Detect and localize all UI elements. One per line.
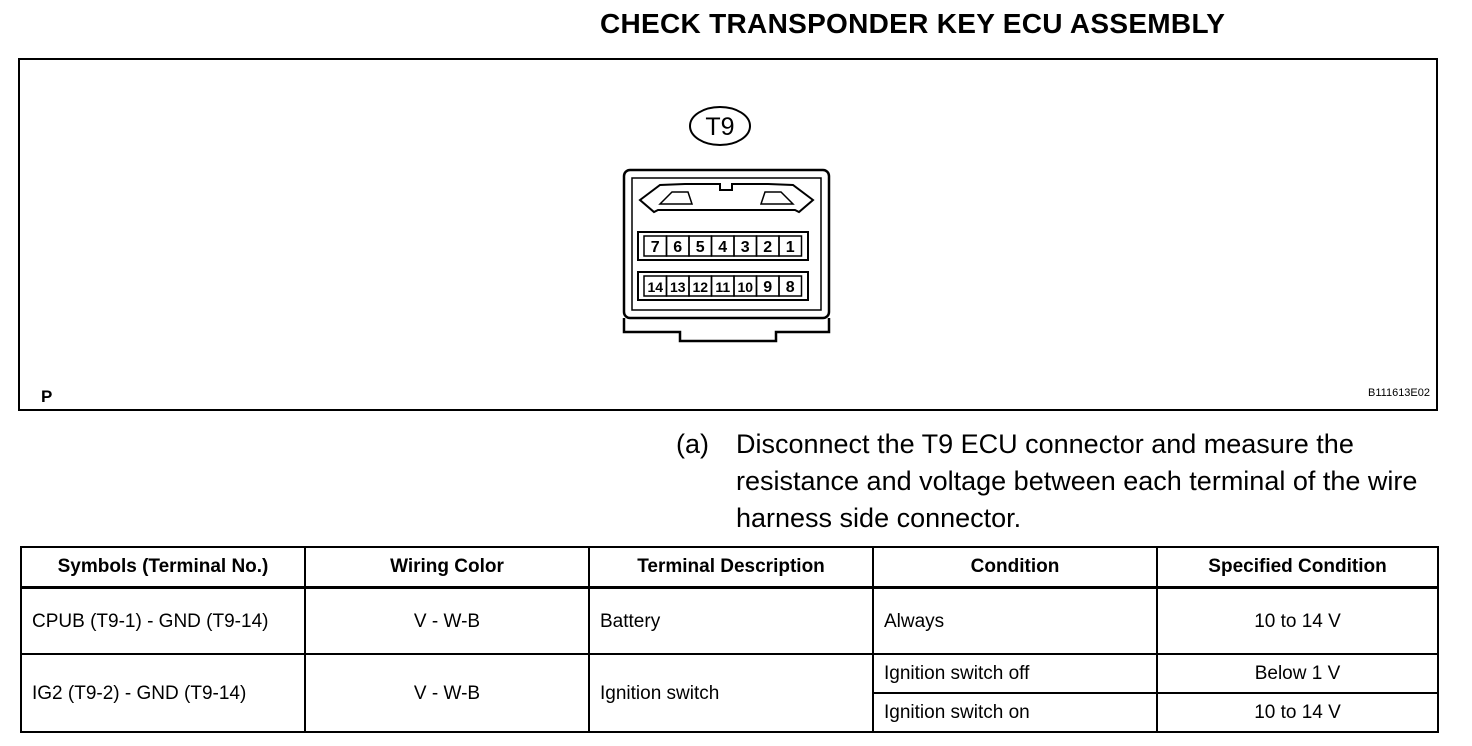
pin-number: 13	[670, 279, 686, 295]
table-row: CPUB (T9-1) - GND (T9-14) V - W-B Batter…	[20, 586, 1439, 655]
pin-number: 2	[763, 239, 772, 256]
pin-cell	[778, 235, 803, 257]
cell-spec: Below 1 V	[1156, 653, 1439, 694]
header-specified-condition: Specified Condition	[1156, 546, 1439, 589]
cell-symbols: CPUB (T9-1) - GND (T9-14)	[20, 586, 306, 655]
step-letter: (a)	[676, 429, 709, 459]
cell-symbols: IG2 (T9-2) - GND (T9-14)	[20, 653, 306, 733]
step-text: Disconnect the T9 ECU connector and meas…	[736, 429, 1418, 533]
table-row: IG2 (T9-2) - GND (T9-14) V - W-B Ignitio…	[20, 653, 1439, 733]
figure-code: B111613E02	[1368, 387, 1430, 399]
pin-cell	[778, 275, 803, 297]
cell-wiring-color: V - W-B	[304, 653, 590, 733]
cell-description: Battery	[588, 586, 874, 655]
cell-spec: 10 to 14 V	[1156, 586, 1439, 655]
pin-number: 12	[692, 279, 708, 295]
header-wiring-color: Wiring Color	[304, 546, 590, 589]
page-title: CHECK TRANSPONDER KEY ECU ASSEMBLY	[600, 8, 1226, 39]
pin-number: 6	[673, 239, 682, 256]
cell-condition: Ignition switch off	[872, 653, 1158, 694]
pin-number: 11	[715, 279, 730, 295]
corner-label: P	[41, 387, 53, 406]
pin-number: 5	[696, 239, 705, 256]
pin-number: 10	[737, 279, 753, 295]
table-row: Ignition switch on 10 to 14 V	[21, 692, 1439, 733]
cell-description: Ignition switch	[588, 653, 874, 733]
pin-number: 8	[786, 279, 795, 296]
pin-number: 4	[718, 239, 727, 256]
cell-condition: Always	[872, 586, 1158, 655]
cell-condition: Ignition switch on	[872, 692, 1158, 733]
header-terminal-description: Terminal Description	[588, 546, 874, 589]
table-header-row: Symbols (Terminal No.) Wiring Color Term…	[20, 546, 1439, 589]
pin-number: 9	[763, 279, 772, 296]
connector-label: T9	[705, 113, 734, 141]
cell-wiring-color: V - W-B	[304, 586, 590, 655]
pin-number: 14	[647, 279, 663, 295]
pin-number: 7	[651, 239, 660, 256]
spec-table: Symbols (Terminal No.) Wiring Color Term…	[20, 546, 1439, 733]
header-condition: Condition	[872, 546, 1158, 589]
header-symbols: Symbols (Terminal No.)	[20, 546, 306, 589]
cell-spec: 10 to 14 V	[1156, 692, 1439, 733]
connector-body	[622, 168, 831, 343]
pin-number: 3	[741, 239, 750, 256]
pin-number: 1	[786, 239, 795, 256]
connector-label-oval	[689, 106, 751, 146]
